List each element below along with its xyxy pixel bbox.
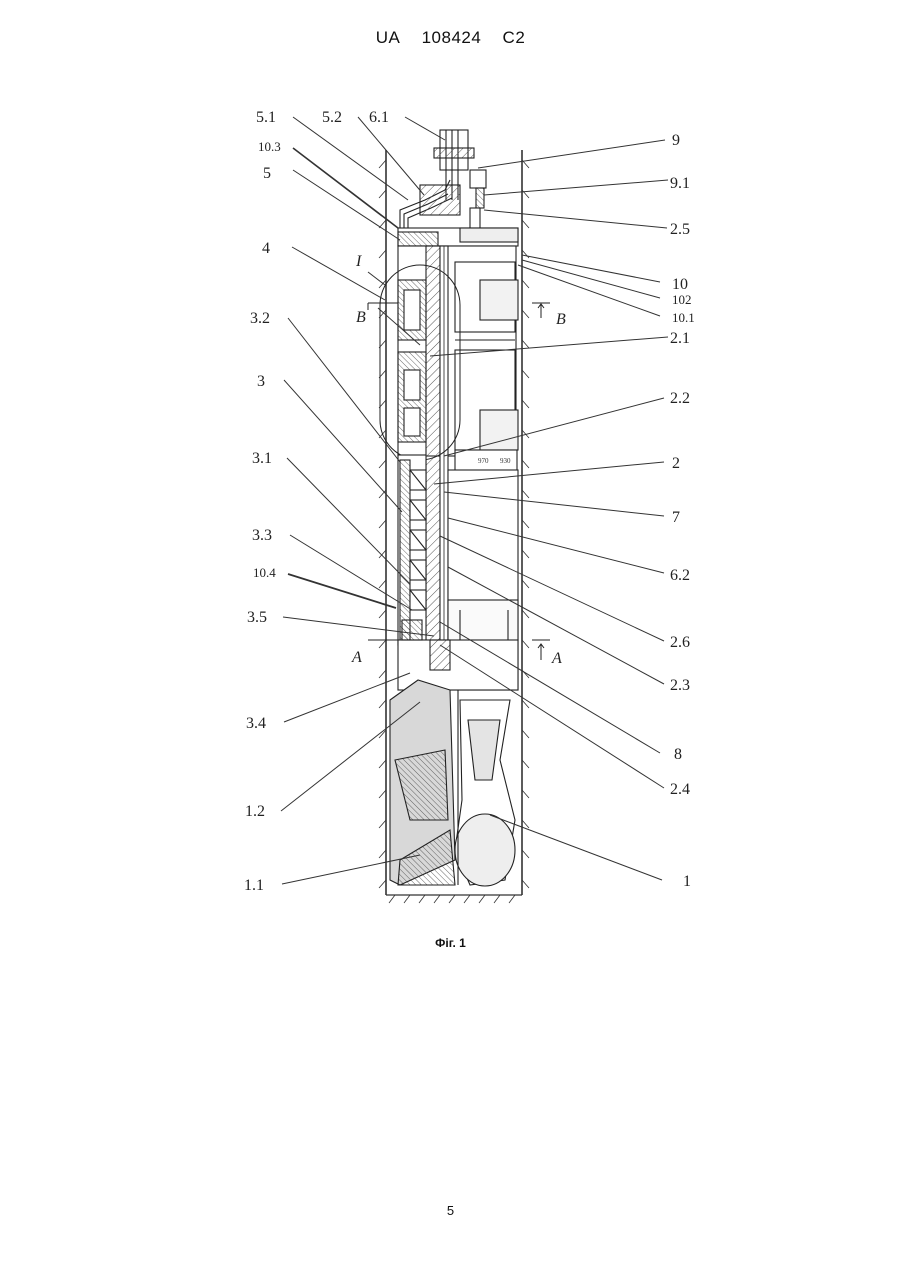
label-5: 5	[263, 165, 271, 182]
page-number: 5	[0, 1203, 901, 1218]
label-A-right: A	[551, 650, 562, 667]
label-9: 9	[672, 132, 680, 149]
label-2: 2	[672, 455, 680, 472]
label-6-2: 6.2	[670, 567, 690, 584]
svg-text:930: 930	[500, 457, 511, 465]
label-1: 1	[683, 873, 691, 890]
label-2-4: 2.4	[670, 781, 690, 798]
top-fittings	[400, 130, 486, 230]
label-5-1: 5.1	[256, 109, 276, 126]
label-I: I	[355, 253, 362, 270]
label-2-6: 2.6	[670, 634, 690, 651]
label-10-1: 10.1	[672, 310, 695, 325]
label-2-5: 2.5	[670, 221, 690, 238]
label-2-2: 2.2	[670, 390, 690, 407]
label-1-2: 1.2	[245, 803, 265, 820]
label-4: 4	[262, 240, 270, 257]
label-7: 7	[672, 509, 680, 526]
label-B-left: B	[356, 309, 366, 326]
label-8: 8	[674, 746, 682, 763]
label-A-left: A	[351, 649, 362, 666]
label-3-3: 3.3	[252, 527, 272, 544]
label-1-1: 1.1	[244, 877, 264, 894]
svg-text:970: 970	[478, 457, 489, 465]
label-9-1: 9.1	[670, 175, 690, 192]
label-2-3: 2.3	[670, 677, 690, 694]
label-3-4: 3.4	[246, 715, 266, 732]
label-3: 3	[257, 373, 265, 390]
label-3-5: 3.5	[247, 609, 267, 626]
label-10-4: 10.4	[253, 565, 276, 580]
label-5-2: 5.2	[322, 109, 342, 126]
label-3-1: 3.1	[252, 450, 272, 467]
label-2-1: 2.1	[670, 330, 690, 347]
label-10-2: 102	[672, 292, 692, 307]
label-B-right: B	[556, 311, 566, 328]
label-10-3: 10.3	[258, 139, 281, 154]
label-3-2: 3.2	[250, 310, 270, 327]
figure-caption: Фіг. 1	[0, 936, 901, 950]
label-10: 10	[672, 276, 688, 293]
label-6-1: 6.1	[369, 109, 389, 126]
